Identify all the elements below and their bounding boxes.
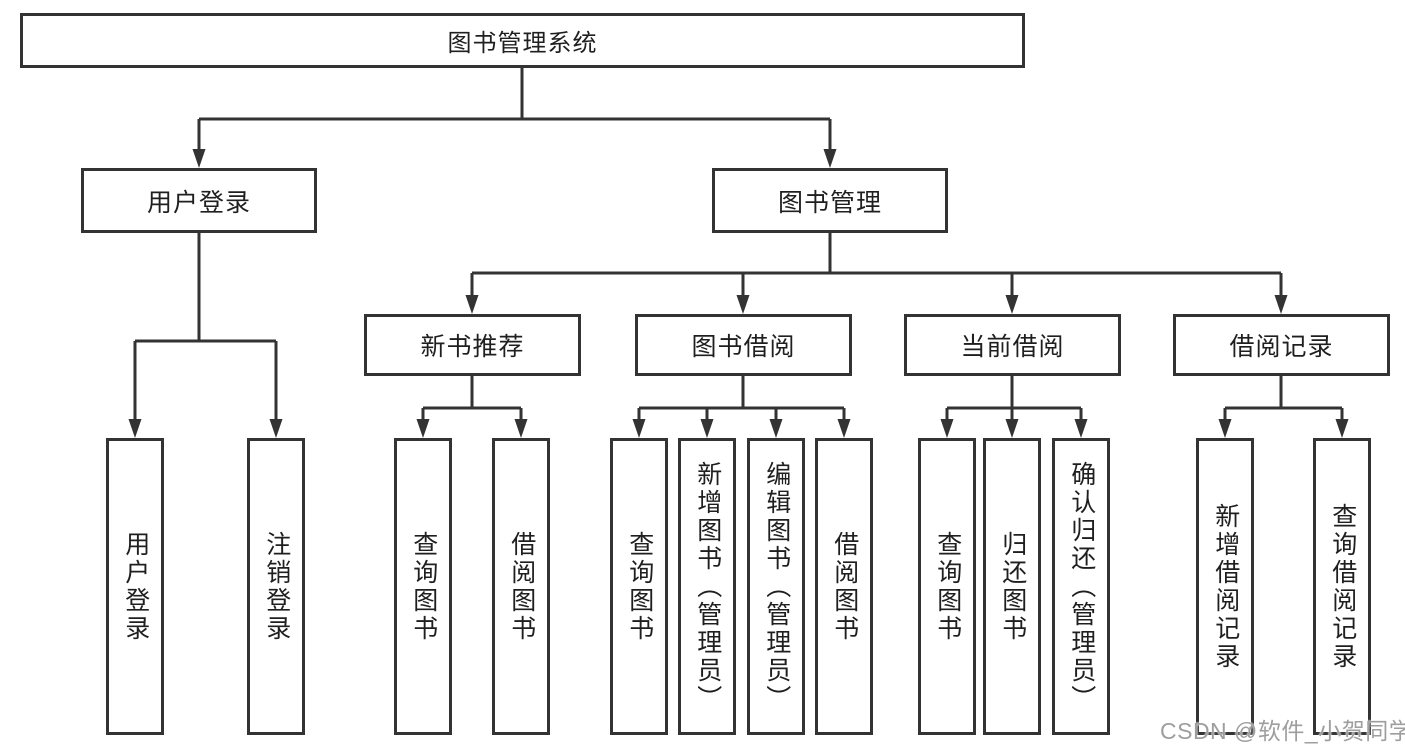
leaf-logout-label: 注销登录 <box>262 530 291 643</box>
node-new-book-recommend: 新书推荐 <box>364 314 581 376</box>
leaf-return-book-label: 归还图书 <box>998 530 1027 643</box>
node-book-management: 图书管理 <box>712 168 948 233</box>
leaf-query-book-recommend-label: 查询图书 <box>409 530 438 643</box>
leaf-query-book-recommend: 查询图书 <box>394 438 452 735</box>
leaf-edit-book-admin-label: 编辑图书（管理员） <box>762 460 791 713</box>
leaf-query-borrow-record: 查询借阅记录 <box>1313 438 1371 735</box>
leaf-edit-book-admin: 编辑图书（管理员） <box>747 438 805 735</box>
node-user-login: 用户登录 <box>81 168 317 233</box>
leaf-user-login-label: 用户登录 <box>121 530 150 643</box>
node-borrow-records: 借阅记录 <box>1173 314 1390 376</box>
leaf-borrow-book: 借阅图书 <box>815 438 873 735</box>
node-user-login-label: 用户登录 <box>146 188 251 217</box>
leaf-borrow-book-recommend-label: 借阅图书 <box>507 530 536 643</box>
leaf-query-borrow-record-label: 查询借阅记录 <box>1328 502 1357 671</box>
leaf-logout: 注销登录 <box>247 438 305 735</box>
leaf-query-book-current-label: 查询图书 <box>933 530 962 643</box>
leaf-confirm-return-admin: 确认归还（管理员） <box>1052 438 1110 735</box>
leaf-query-book-current: 查询图书 <box>918 438 976 735</box>
node-book-borrow: 图书借阅 <box>635 314 852 376</box>
node-borrow-records-label: 借阅记录 <box>1229 333 1334 361</box>
leaf-confirm-return-admin-label: 确认归还（管理员） <box>1067 460 1096 713</box>
leaf-borrow-book-label: 借阅图书 <box>830 530 859 643</box>
leaf-return-book: 归还图书 <box>983 438 1041 735</box>
leaf-add-borrow-record: 新增借阅记录 <box>1196 438 1254 735</box>
node-current-borrow: 当前借阅 <box>904 314 1121 376</box>
node-current-borrow-label: 当前借阅 <box>960 333 1065 361</box>
node-book-management-label: 图书管理 <box>777 188 882 217</box>
leaf-add-borrow-record-label: 新增借阅记录 <box>1211 502 1240 671</box>
leaf-add-book-admin-label: 新增图书（管理员） <box>693 460 722 713</box>
node-root-label: 图书管理系统 <box>447 30 598 57</box>
leaf-add-book-admin: 新增图书（管理员） <box>678 438 736 735</box>
leaf-user-login: 用户登录 <box>106 438 164 735</box>
leaf-query-book-borrow: 查询图书 <box>610 438 668 735</box>
leaf-query-book-borrow-label: 查询图书 <box>625 530 654 643</box>
node-root-system: 图书管理系统 <box>20 13 1025 68</box>
node-book-borrow-label: 图书借阅 <box>691 333 796 361</box>
leaf-borrow-book-recommend: 借阅图书 <box>492 438 550 735</box>
node-new-book-recommend-label: 新书推荐 <box>420 333 525 361</box>
csdn-watermark: CSDN @软件_小贺同学 <box>1160 718 1405 744</box>
